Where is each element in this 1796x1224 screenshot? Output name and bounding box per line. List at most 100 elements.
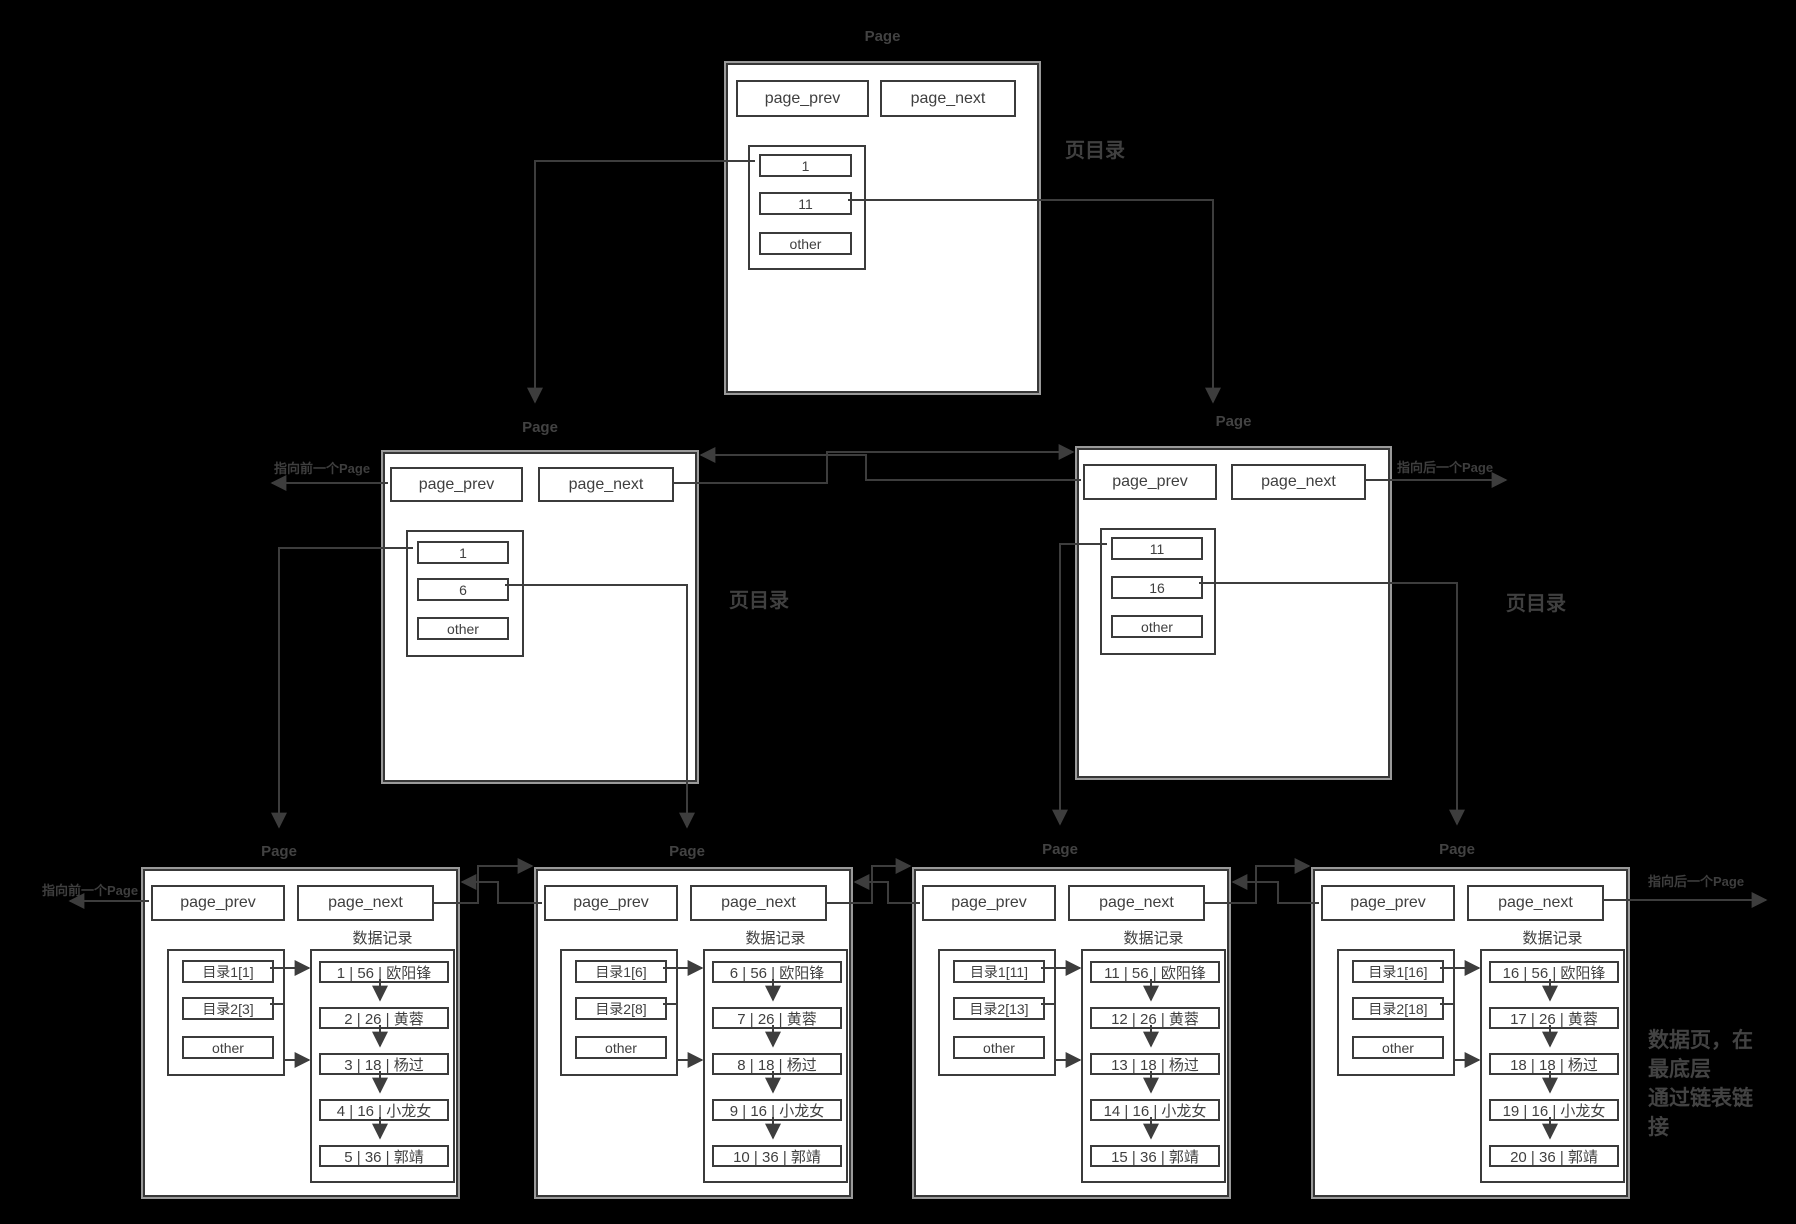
root-page-directory-label: 页目录 [1065,140,1125,162]
leaf2-page-prev-cell: page_prev [544,885,678,921]
note-line-3: 通过链表链 [1648,1087,1753,1110]
leaf1-dir-entry-other: other [182,1036,274,1059]
midleft-page-title: Page [522,419,558,436]
root-directory-box: 1 11 other [748,145,866,270]
leaf4-page-next-cell: page_next [1467,885,1604,921]
leaf1-records-box: 1 | 56 | 欧阳锋 2 | 26 | 黄蓉 3 | 18 | 杨过 4 |… [310,949,455,1183]
leaf2-record-5: 10 | 36 | 郭靖 [712,1145,842,1167]
leaf1-record-4: 4 | 16 | 小龙女 [319,1099,449,1121]
midleft-directory-box: 1 6 other [406,530,524,657]
leaf2-record-3: 8 | 18 | 杨过 [712,1053,842,1075]
midright-dir-entry-other: other [1111,615,1203,638]
leaf1-record-3: 3 | 18 | 杨过 [319,1053,449,1075]
note-line-1: 数据页，在 [1648,1029,1753,1052]
leaf2-record-4: 9 | 16 | 小龙女 [712,1099,842,1121]
leaf3-page-prev-cell: page_prev [922,885,1056,921]
arrow-leaf2-prev-to-leaf1 [460,874,542,904]
root-page-prev-cell: page_prev [736,80,869,117]
leaf4-dir-entry-other: other [1352,1036,1444,1059]
root-page-next-cell: page_next [880,80,1016,117]
root-page-box: page_prev page_next 1 11 other [726,63,1039,393]
leaf3-records-box: 11 | 56 | 欧阳锋 12 | 26 | 黄蓉 13 | 18 | 杨过 … [1081,949,1226,1183]
leaf2-record-2: 7 | 26 | 黄蓉 [712,1007,842,1029]
leaf2-dir-entry-1: 目录1[6] [575,960,667,983]
arrow-leaf4-prev-to-leaf3 [1231,874,1319,904]
root-dir-entry-11: 11 [759,192,852,215]
leaf2-dir-entry-other: other [575,1036,667,1059]
leaf3-page-title: Page [1042,841,1078,858]
leaf3-records-label: 数据记录 [1123,930,1184,947]
leaf2-page-title: Page [669,843,705,860]
leaf4-record-2: 17 | 26 | 黄蓉 [1489,1007,1619,1029]
arrow-leaf3-prev-to-leaf2 [853,874,920,904]
leaf4-record-4: 19 | 16 | 小龙女 [1489,1099,1619,1121]
midright-directory-box: 11 16 other [1100,528,1216,655]
leaf2-page-next-cell: page_next [690,885,827,921]
leaf1-record-5: 5 | 36 | 郭靖 [319,1145,449,1167]
midleft-prev-arrow-label: 指向前一个Page [274,461,371,476]
leaf4-records-box: 16 | 56 | 欧阳锋 17 | 26 | 黄蓉 18 | 18 | 杨过 … [1480,949,1625,1183]
leaf3-page-box: page_prev page_next 数据记录 目录1[11] 目录2[13]… [914,869,1229,1197]
root-dir-entry-other: other [759,232,852,255]
arrow-midleft-next-to-midright [672,444,1075,484]
leaf3-dir-entry-other: other [953,1036,1045,1059]
leaf4-record-1: 16 | 56 | 欧阳锋 [1489,961,1619,983]
note-line-4: 接 [1648,1116,1669,1139]
leaf1-record-1: 1 | 56 | 欧阳锋 [319,961,449,983]
leaf2-record-1: 6 | 56 | 欧阳锋 [712,961,842,983]
leaf4-page-prev-cell: page_prev [1321,885,1455,921]
leaf1-dir-entry-1: 目录1[1] [182,960,274,983]
midright-page-box: page_prev page_next 11 16 other [1077,448,1390,778]
leaf1-page-prev-cell: page_prev [151,885,285,921]
leaf4-record-5: 20 | 36 | 郭靖 [1489,1145,1619,1167]
root-dir-entry-1: 1 [759,154,852,177]
leaf2-records-box: 6 | 56 | 欧阳锋 7 | 26 | 黄蓉 8 | 18 | 杨过 9 |… [703,949,848,1183]
leaf1-page-next-cell: page_next [297,885,434,921]
leaf-next-arrow-label: 指向后一个Page [1648,874,1745,889]
leaf4-directory-box: 目录1[16] 目录2[18] other [1337,949,1455,1076]
midleft-page-directory-label: 页目录 [729,590,789,612]
leaf4-records-label: 数据记录 [1522,930,1583,947]
leaf2-directory-box: 目录1[6] 目录2[8] other [560,949,678,1076]
midleft-page-box: page_prev page_next 1 6 other [383,452,697,782]
leaf3-record-3: 13 | 18 | 杨过 [1090,1053,1220,1075]
leaf2-dir-entry-2: 目录2[8] [575,997,667,1020]
arrow-root-entry1-to-midleft [527,160,755,404]
note-line-2: 最底层 [1648,1058,1711,1081]
leaf4-record-3: 18 | 18 | 杨过 [1489,1053,1619,1075]
leaf3-page-next-cell: page_next [1068,885,1205,921]
leaf1-directory-box: 目录1[1] 目录2[3] other [167,949,285,1076]
leaf3-directory-box: 目录1[11] 目录2[13] other [938,949,1056,1076]
midleft-dir-entry-other: other [417,617,509,640]
root-page-title: Page [864,28,901,45]
midleft-dir-entry-1: 1 [417,541,509,564]
leaf4-dir-entry-1: 目录1[16] [1352,960,1444,983]
leaf3-record-5: 15 | 36 | 郭靖 [1090,1145,1220,1167]
midleft-page-next-cell: page_next [538,467,674,502]
leaf4-dir-entry-2: 目录2[18] [1352,997,1444,1020]
leaf-prev-arrow-label: 指向前一个Page [42,883,139,898]
leaf1-record-2: 2 | 26 | 黄蓉 [319,1007,449,1029]
leaf1-page-title: Page [261,843,297,860]
midright-dir-entry-11: 11 [1111,537,1203,560]
leaf2-page-box: page_prev page_next 数据记录 目录1[6] 目录2[8] o… [536,869,851,1197]
leaf3-record-1: 11 | 56 | 欧阳锋 [1090,961,1220,983]
leaf3-dir-entry-2: 目录2[13] [953,997,1045,1020]
leaf4-page-title: Page [1439,841,1475,858]
leaf3-dir-entry-1: 目录1[11] [953,960,1045,983]
leaf1-page-box: page_prev page_next 数据记录 目录1[1] 目录2[3] o… [143,869,458,1197]
midleft-page-prev-cell: page_prev [390,467,523,502]
leaf1-dir-entry-2: 目录2[3] [182,997,274,1020]
leaf-level-note: 数据页，在 最底层 通过链表链 接 [1648,1026,1796,1142]
leaf4-page-box: page_prev page_next 数据记录 目录1[16] 目录2[18]… [1313,869,1628,1197]
midright-dir-entry-16: 16 [1111,576,1203,599]
leaf1-records-label: 数据记录 [352,930,413,947]
midright-page-directory-label: 页目录 [1506,593,1566,615]
leaf2-records-label: 数据记录 [745,930,806,947]
leaf3-record-2: 12 | 26 | 黄蓉 [1090,1007,1220,1029]
midright-page-next-cell: page_next [1231,464,1366,500]
leaf3-record-4: 14 | 16 | 小龙女 [1090,1099,1220,1121]
arrow-midright-prev-to-midleft [699,447,1081,481]
midright-page-prev-cell: page_prev [1083,464,1217,500]
